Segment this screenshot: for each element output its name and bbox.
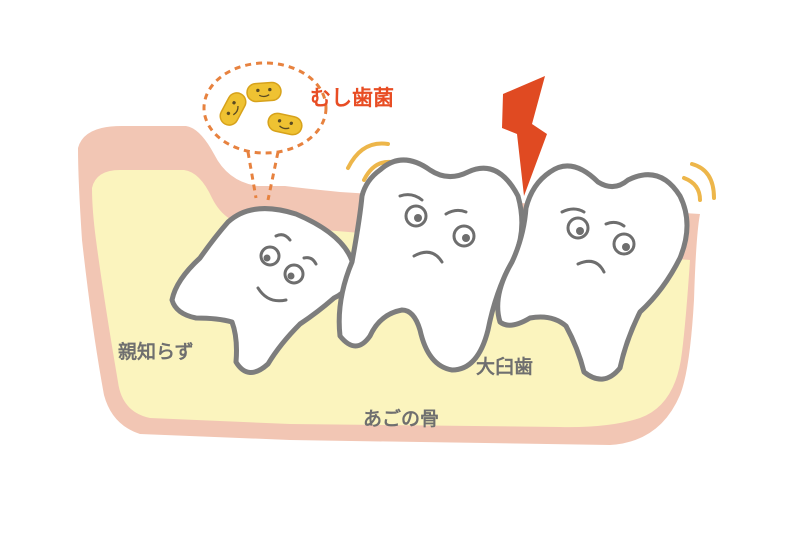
wisdom-tooth: [169, 206, 357, 375]
bacterium-icon: [246, 81, 282, 103]
molar-middle-face: [398, 193, 476, 264]
wisdom-tooth-face: [256, 233, 318, 303]
label-cavity-bacteria: むし歯菌: [310, 86, 394, 110]
molar-tooth-right: [495, 163, 690, 382]
thought-bubble-tail: [266, 151, 280, 201]
thought-bubble: [202, 61, 328, 155]
label-wisdom-tooth: 親知らず: [118, 341, 194, 363]
molar-right-face: [560, 207, 636, 274]
bacterium-icon: [219, 92, 247, 126]
label-molar: 大臼歯: [476, 356, 534, 378]
label-jaw-bone: あごの骨: [363, 408, 440, 430]
bacterium-icon: [267, 112, 303, 136]
thought-bubble-tail: [246, 151, 258, 199]
lightning-bolt-icon: [502, 76, 547, 196]
molar-tooth-middle: [336, 157, 525, 373]
